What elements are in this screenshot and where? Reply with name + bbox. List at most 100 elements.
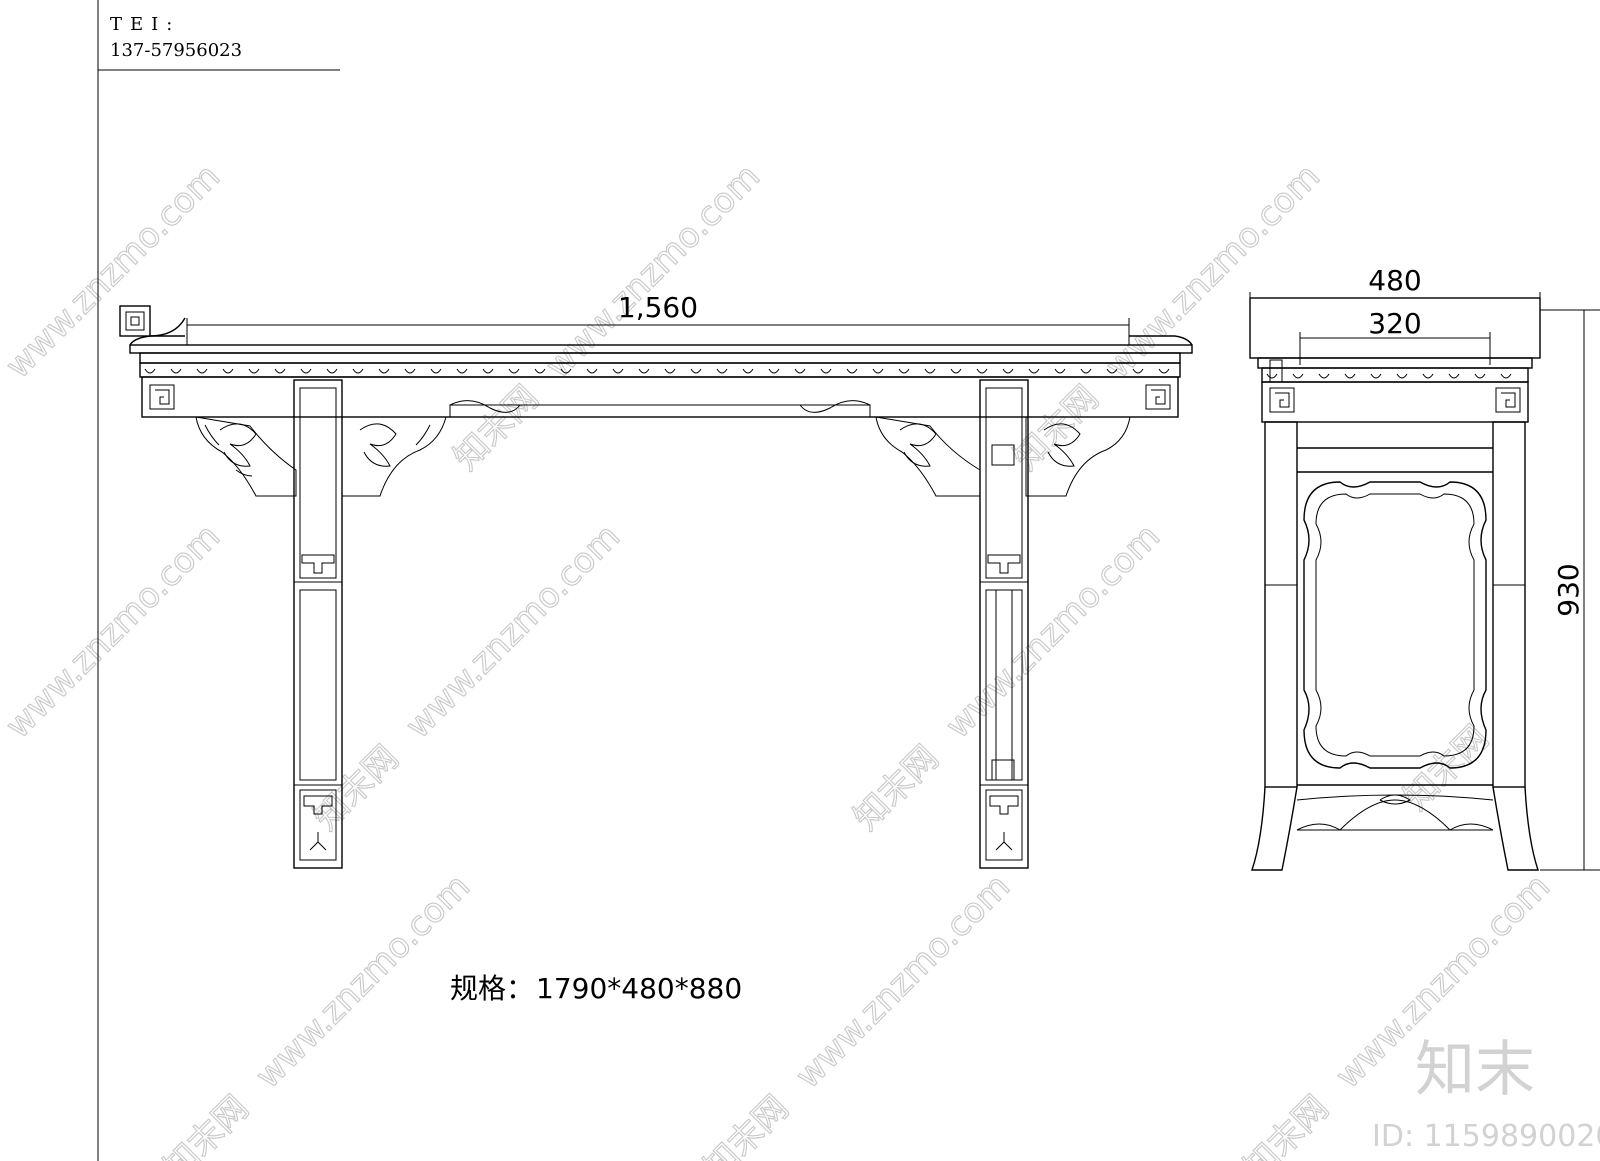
bead-ornament: [326, 368, 338, 374]
bead-ornament: [1054, 368, 1066, 374]
contact-phone: 137-57956023: [110, 40, 242, 61]
bead-ornament: [248, 368, 260, 374]
bead-ornament: [1266, 373, 1278, 379]
side-apron: [1261, 381, 1529, 423]
spandrel-left-outer: [195, 416, 297, 497]
bead-band: [139, 362, 1181, 378]
bead-ornament: [820, 368, 832, 374]
fret-corner-side-right: [1495, 387, 1521, 413]
watermark-brand: 知末网: [156, 1088, 256, 1161]
bead-ornament: [1370, 373, 1382, 379]
watermark-brand: 知末网: [846, 738, 946, 838]
spandrel-left-inner: [341, 416, 447, 497]
bead-ornament: [1474, 373, 1486, 379]
dimension-width-label: 480: [1368, 264, 1421, 297]
side-foot-right: [1492, 786, 1539, 871]
spandrel-right-inner: [1025, 416, 1131, 497]
spec: 规格： 1790*480*880: [450, 972, 742, 1005]
watermark-layer: www.znzmo.com 知末网 www.znzmo.com 知末网 www.…: [0, 156, 1559, 1161]
watermark-text: www.znzmo.com: [248, 866, 478, 1096]
fret-corner-left: [149, 384, 175, 410]
bead-ornaments: [144, 368, 1170, 374]
watermark-text: www.znzmo.com: [0, 156, 228, 386]
bead-ornament: [378, 368, 390, 374]
bead-ornament: [638, 368, 650, 374]
bead-ornament: [222, 368, 234, 374]
side-elevation: 480 320 930: [1249, 264, 1600, 871]
scroll-end: [119, 305, 151, 337]
fret-corner-right: [1145, 384, 1171, 410]
bead-ornament: [898, 368, 910, 374]
watermark-text: www.znzmo.com: [1098, 156, 1328, 386]
bead-ornament: [716, 368, 728, 374]
front-leg-right: [979, 379, 1029, 869]
bead-ornament: [196, 368, 208, 374]
watermark-brand: 知末网: [1236, 1088, 1336, 1161]
bead-ornament: [1396, 373, 1408, 379]
dimension-height-label: 930: [1552, 563, 1585, 616]
bead-ornament: [300, 368, 312, 374]
bead-ornament: [1344, 373, 1356, 379]
bead-ornament: [1500, 373, 1512, 379]
side-leg-left: [1264, 421, 1298, 788]
bead-ornament: [664, 368, 676, 374]
apron-center-panel: [449, 404, 871, 418]
side-bottom-apron: [1296, 799, 1494, 831]
apron: [141, 376, 1179, 418]
bead-ornament: [1106, 368, 1118, 374]
bead-ornament: [976, 368, 988, 374]
side-foot-left: [1251, 786, 1298, 871]
brand-logo: 知末: [1415, 1035, 1535, 1105]
bead-ornament: [794, 368, 806, 374]
watermark-text: www.znzmo.com: [788, 866, 1018, 1096]
bead-ornament: [508, 368, 520, 374]
bead-ornament: [846, 368, 858, 374]
bead-ornament: [1318, 373, 1330, 379]
contact-label: TEI:: [110, 14, 180, 35]
watermark-text: www.znzmo.com: [938, 516, 1168, 746]
bead-ornament: [456, 368, 468, 374]
bead-ornament: [1080, 368, 1092, 374]
watermark-text: www.znzmo.com: [398, 516, 628, 746]
bead-ornament: [586, 368, 598, 374]
spec-label: 规格：: [450, 972, 534, 1005]
watermark-brand: 知末网: [0, 378, 7, 478]
bead-ornament: [1422, 373, 1434, 379]
bead-ornament: [1002, 368, 1014, 374]
bead-ornament: [872, 368, 884, 374]
dimension-length-label: 1,560: [618, 291, 698, 324]
bead-ornament: [924, 368, 936, 374]
bead-ornament: [430, 368, 442, 374]
watermark-brand: 知末网: [446, 378, 546, 478]
bead-ornament: [1292, 373, 1304, 379]
bead-ornament: [352, 368, 364, 374]
spandrel-right-outer: [875, 416, 981, 497]
watermark-text: www.znzmo.com: [538, 156, 768, 386]
bead-ornament: [1132, 368, 1144, 374]
watermark-logo: 知末 ID: 1159890020: [1372, 1035, 1600, 1154]
bead-ornament: [1028, 368, 1040, 374]
bead-ornament: [560, 368, 572, 374]
image-id: ID: 1159890020: [1372, 1119, 1600, 1154]
side-panel-opening: [1303, 481, 1487, 769]
waist: [139, 352, 1181, 364]
bead-ornament: [768, 368, 780, 374]
dimension-inner-width-label: 320: [1368, 307, 1421, 340]
watermark-brand: 知末网: [696, 1088, 796, 1161]
side-leg-right: [1492, 421, 1526, 788]
bead-ornament: [612, 368, 624, 374]
bead-ornament: [404, 368, 416, 374]
bead-ornament: [274, 368, 286, 374]
watermark-brand: 知末网: [306, 738, 406, 838]
bead-ornament: [1158, 368, 1170, 374]
bead-ornament: [690, 368, 702, 374]
watermark-text: www.znzmo.com: [0, 516, 228, 746]
bead-ornament: [534, 368, 546, 374]
bead-ornament: [170, 368, 182, 374]
fret-corner-side-left: [1269, 387, 1295, 413]
bead-ornament: [742, 368, 754, 374]
front-leg-left: [293, 379, 343, 869]
bead-ornament: [950, 368, 962, 374]
bead-ornament: [144, 368, 156, 374]
